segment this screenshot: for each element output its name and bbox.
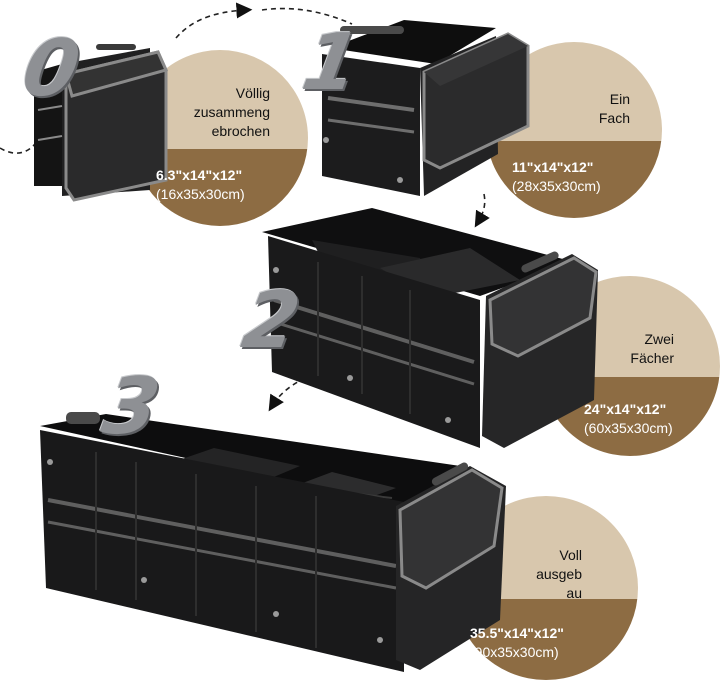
step-3-title-line-1: Voll (559, 547, 582, 563)
step-3-size-cm: (90x35x30cm) (470, 644, 559, 660)
organizer-collapsed (34, 44, 169, 202)
arrow-left-edge (0, 127, 45, 154)
step-1-title-line-1: Ein (609, 91, 630, 107)
arrow-top-to-1 (261, 7, 353, 25)
step-1-size-cm: (28x35x30cm) (512, 178, 601, 194)
step-1-title: Ein Fach (560, 90, 630, 128)
step-3-title-line-2: ausgeb (536, 566, 582, 582)
step-3-title: Voll ausgeb au (502, 546, 582, 603)
step-2-size: 24"x14"x12" (60x35x30cm) (584, 400, 673, 438)
step-0-title-line-1: Völlig (235, 85, 270, 101)
step-2-size-inches: 24"x14"x12" (584, 401, 667, 417)
organizer-one-compartment (322, 20, 530, 196)
step-0-size: 6.3"x14"x12" (16x35x30cm) (156, 166, 245, 204)
step-3-title-line-3: au (566, 585, 582, 601)
arrow-step2-to-3 (268, 371, 323, 412)
step-3-size-inches: 35.5"x14"x12" (470, 625, 564, 641)
step-2-title-line-2: Fächer (630, 350, 674, 366)
step-2-title-line-1: Zwei (644, 331, 674, 347)
arrow-step1-to-2 (474, 193, 490, 228)
step-0-title-line-3: ebrochen (211, 123, 270, 139)
arrow-step0-to-1 (175, 2, 253, 39)
step-2-size-cm: (60x35x30cm) (584, 420, 673, 436)
step-0-title-line-2: zusammeng (193, 104, 270, 120)
step-0-size-cm: (16x35x30cm) (156, 186, 245, 202)
step-1-title-line-2: Fach (598, 110, 630, 126)
organizer-fully-expanded (40, 412, 506, 672)
step-0-title: Völlig zusammeng ebrochen (162, 84, 270, 141)
step-0-size-inches: 6.3"x14"x12" (156, 167, 243, 183)
step-1-size: 11"x14"x12" (28x35x30cm) (512, 158, 601, 196)
organizer-two-compartments (262, 208, 598, 448)
step-1-size-inches: 11"x14"x12" (512, 159, 594, 175)
step-2-title: Zwei Fächer (604, 330, 674, 368)
step-3-size: 35.5"x14"x12" (90x35x30cm) (470, 624, 564, 662)
